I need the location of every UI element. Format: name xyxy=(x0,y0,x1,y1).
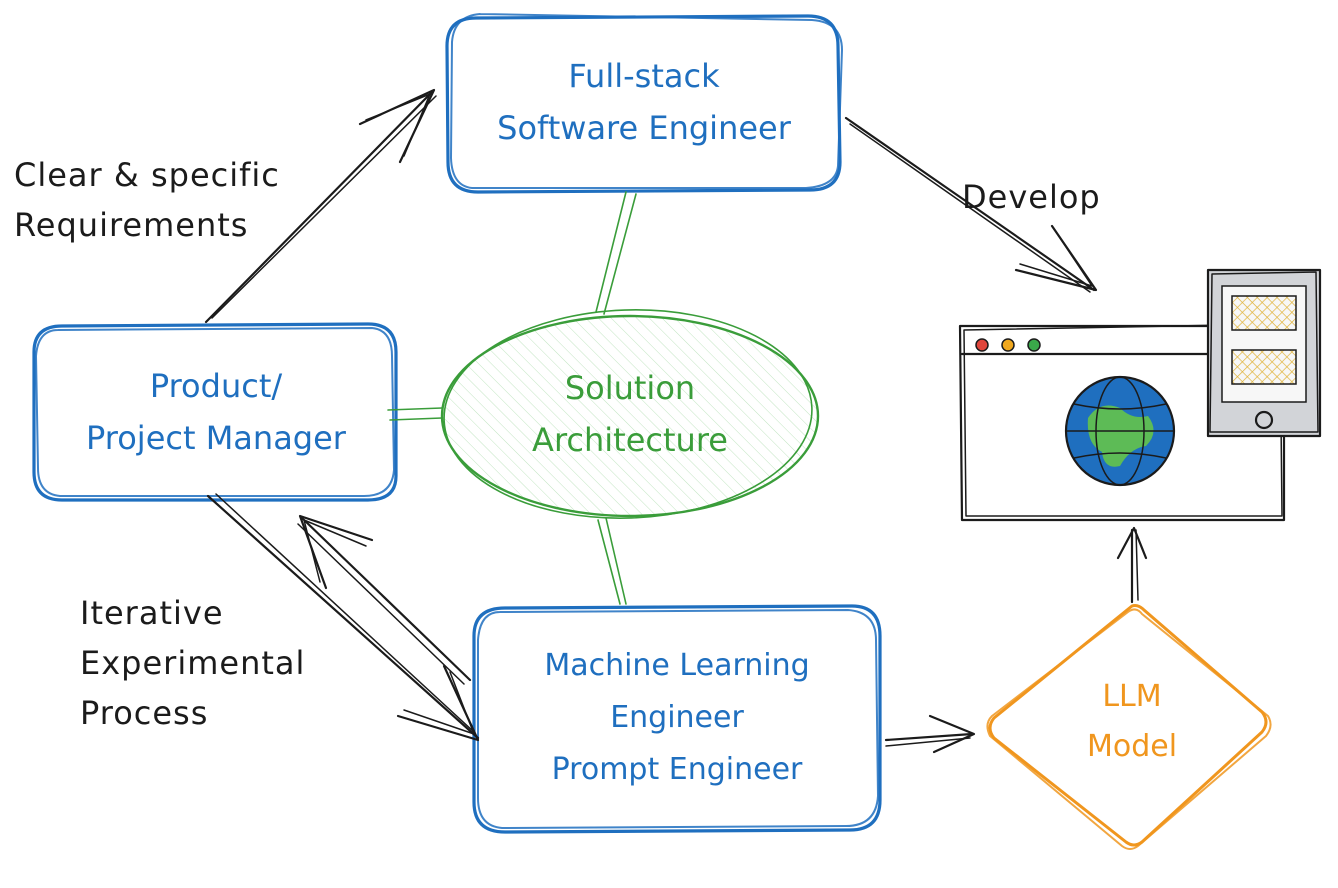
arrow-ml-to-pm xyxy=(297,514,472,685)
iterative-annotation: Iterative Experimental Process xyxy=(80,594,306,732)
ml-label: Machine Learning Engineer Prompt Enginee… xyxy=(544,648,810,787)
solution-ellipse xyxy=(440,309,820,519)
arrow-develop xyxy=(844,116,1098,293)
fullstack-box xyxy=(445,13,843,194)
pm-label: Product/ Project Manager xyxy=(86,367,346,457)
architecture-connectors xyxy=(387,191,637,605)
requirements-annotation: Clear & specific Requirements xyxy=(14,156,280,244)
arrow-ml-to-llm xyxy=(884,714,976,754)
fullstack-label: Full-stack Software Engineer xyxy=(497,57,791,147)
llm-label: LLM Model xyxy=(1086,679,1178,764)
llm-diamond xyxy=(986,604,1272,850)
globe-icon xyxy=(1064,375,1176,487)
ml-box xyxy=(472,604,882,834)
pm-box xyxy=(32,322,398,502)
develop-annotation: Develop xyxy=(962,178,1101,216)
arrow-requirements xyxy=(204,88,437,324)
mobile-phone-icon xyxy=(1206,268,1322,438)
solution-label: Solution Architecture xyxy=(532,369,728,459)
arrow-pm-to-ml xyxy=(206,493,480,742)
arrow-llm-to-app xyxy=(1116,526,1148,604)
